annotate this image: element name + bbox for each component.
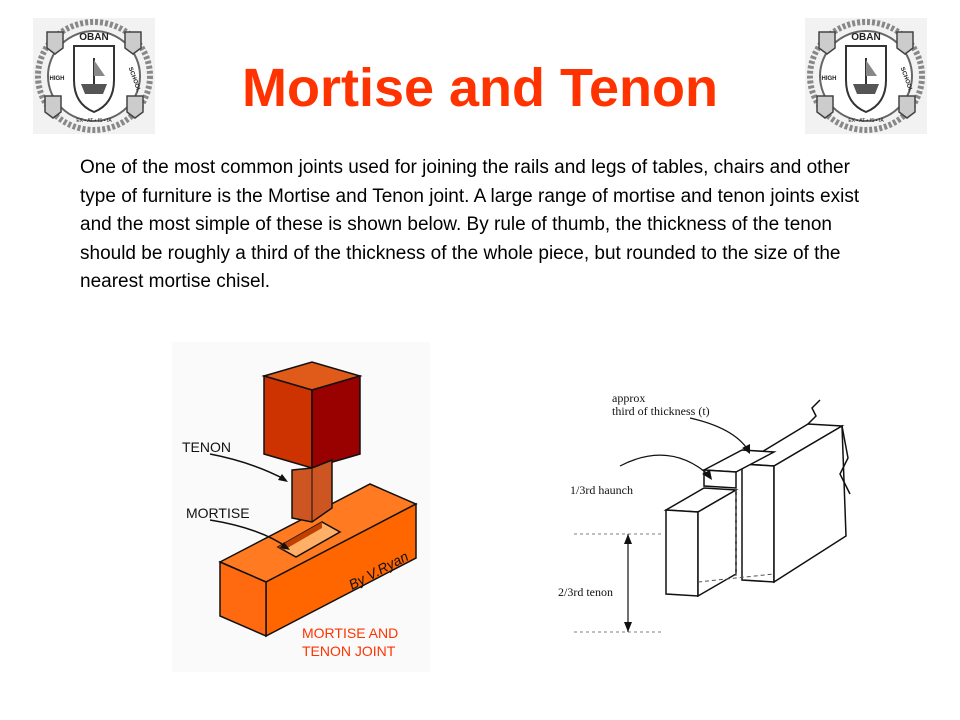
tenon-front — [263, 375, 313, 469]
tenon-label: TENON — [182, 439, 231, 455]
tenon-dimension-label: 2/3rd tenon — [558, 585, 613, 599]
caption-line-1: MORTISE AND — [302, 625, 398, 641]
crest-icon: OBAN HIGH SCHOOL EX • AT • IS • IA — [805, 18, 927, 134]
rail-front — [741, 463, 775, 583]
haunch-label: 1/3rd haunch — [570, 483, 633, 497]
approx-label-line-1: approx — [612, 391, 645, 405]
school-logo-left: OBAN HIGH SCHOOL EX • AT • IS • IA — [33, 18, 155, 134]
intro-paragraph: One of the most common joints used for j… — [80, 157, 860, 292]
mortise-tenon-illustration: TENON MORTISE By V.Ryan MORTISE AND TENO… — [172, 342, 430, 672]
logo-bottom-text: EX • AT • IS • IA — [76, 118, 112, 124]
approx-label-line-2: third of thickness (t) — [612, 404, 710, 418]
mortise-hole — [276, 521, 342, 558]
crest-icon: OBAN HIGH SCHOOL EX • AT • IS • IA — [33, 18, 155, 134]
logo-top-text: OBAN — [851, 32, 880, 43]
tenon-side — [311, 375, 361, 469]
logo-left-text: HIGH — [50, 76, 65, 82]
haunched-tenon-diagram: approx third of thickness (t) 1/3rd haun… — [550, 384, 860, 660]
tenon-front — [665, 509, 699, 597]
mortise-label: MORTISE — [186, 505, 250, 521]
logo-bottom-text: EX • AT • IS • IA — [848, 118, 884, 124]
caption-line-2: TENON JOINT — [302, 643, 396, 659]
mortise-block-end — [219, 560, 267, 638]
rail-side — [773, 424, 847, 584]
logo-left-text: HIGH — [822, 76, 837, 82]
page-title: Mortise and Tenon — [241, 58, 718, 118]
school-logo-right: OBAN HIGH SCHOOL EX • AT • IS • IA — [805, 18, 927, 134]
logo-top-text: OBAN — [79, 32, 108, 43]
